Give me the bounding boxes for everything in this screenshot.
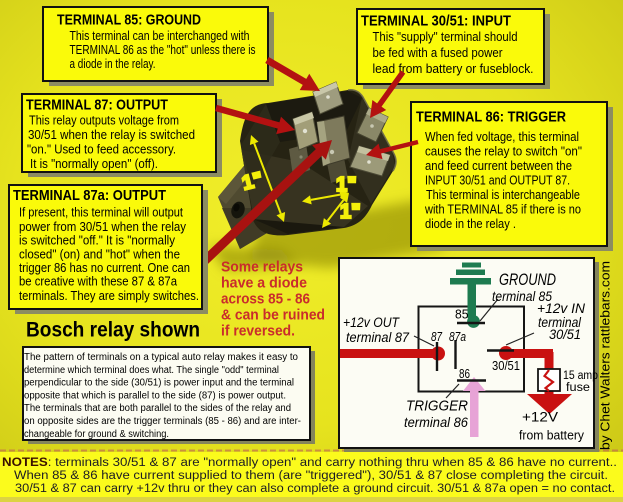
svg-text:TERMINAL 87a: OUTPUT: TERMINAL 87a: OUTPUT: [13, 187, 166, 204]
svg-text:closed" (on) and "hot" when th: closed" (on) and "hot" when the: [19, 246, 180, 261]
svg-text:This "supply" terminal should: This "supply" terminal should: [373, 29, 518, 44]
svg-text:30/51: 30/51: [492, 358, 520, 373]
svg-text:on opposite sides are the trig: on opposite sides are the trigger termin…: [24, 416, 301, 427]
svg-text:30/51 & 87 can carry +12v thru: 30/51 & 87 can carry +12v thru or they c…: [15, 483, 615, 495]
svg-text:30/51 when the relay is switc: 30/51 when the relay is switched: [28, 127, 195, 142]
svg-text:terminal 85: terminal 85: [492, 288, 552, 304]
svg-text:be fed with a fused power: be fed with a fused power: [373, 45, 504, 60]
svg-text:and feed current between the: and feed current between the: [425, 158, 572, 173]
svg-text:TERMINAL 86 as the "hot" unles: TERMINAL 86 as the "hot" unless there is: [70, 42, 256, 57]
svg-text:by Chet Walters rattlebars.com: by Chet Walters rattlebars.com: [598, 261, 613, 450]
svg-text:trigger 86 has no current. One: trigger 86 has no current. One can: [19, 260, 190, 275]
svg-text:TERMINAL 86: TRIGGER: TERMINAL 86: TRIGGER: [416, 108, 566, 125]
svg-text:+12V: +12V: [522, 410, 558, 425]
svg-text:& can be ruined: & can be ruined: [221, 306, 325, 323]
svg-text:It is "normally open" (off).: It is "normally open" (off).: [30, 156, 158, 171]
svg-text:85: 85: [455, 307, 469, 322]
svg-text:TERMINAL 87: OUTPUT: TERMINAL 87: OUTPUT: [26, 97, 168, 114]
svg-text:TRIGGER: TRIGGER: [406, 397, 468, 414]
svg-text:terminal 87: terminal 87: [346, 329, 410, 345]
svg-text:opposite that which is paralle: opposite that which is parallel to the s…: [24, 390, 286, 401]
svg-text:diode in the relay .: diode in the relay .: [425, 216, 516, 231]
svg-text:fuse: fuse: [566, 382, 590, 394]
svg-text:terminal 86: terminal 86: [404, 414, 468, 430]
svg-text:87a: 87a: [449, 329, 466, 344]
svg-text:30/51: 30/51: [549, 326, 581, 342]
svg-text:Bosch relay shown: Bosch relay shown: [26, 318, 200, 342]
svg-text:1": 1": [336, 174, 357, 196]
svg-text:+12v IN: +12v IN: [537, 300, 586, 316]
svg-text:NOTES: terminals 30/51 & 87 ar: NOTES: terminals 30/51 & 87 are "normall…: [2, 457, 617, 469]
svg-text:changeable for ground & switch: changeable for ground & switching.: [24, 429, 169, 440]
svg-text:from battery: from battery: [519, 427, 584, 442]
svg-text:When 85 & 86 have current supp: When 85 & 86 have current supplied to th…: [14, 470, 608, 482]
svg-text:determine which terminal does: determine which terminal does what. The …: [24, 365, 279, 376]
svg-text:a diode in the relay.: a diode in the relay.: [70, 56, 156, 71]
svg-text:1": 1": [340, 201, 361, 223]
svg-text:Some relays: Some relays: [221, 258, 303, 275]
svg-text:INPUT 30/51 and OUTPUT 87.: INPUT 30/51 and OUTPUT 87.: [425, 173, 570, 188]
svg-text:"on." Used to feed accessory.: "on." Used to feed accessory.: [27, 142, 176, 157]
svg-text:terminals. They are simply swi: terminals. They are simply switches.: [19, 288, 199, 303]
svg-text:This terminal can be interchan: This terminal can be interchanged with: [70, 28, 250, 43]
svg-text:perpendicular to the side (30/: perpendicular to the side (30/51) is pow…: [24, 378, 294, 389]
svg-text:across 85 - 86: across 85 - 86: [221, 290, 310, 307]
svg-text:87: 87: [431, 329, 443, 344]
svg-text:terminal: terminal: [538, 314, 582, 330]
svg-text:be creative with these 87 & 87: be creative with these 87 & 87a: [19, 274, 178, 289]
svg-text:15 amp: 15 amp: [563, 370, 598, 382]
svg-text:power from 30/51 when the rel: power from 30/51 when the relay: [19, 219, 186, 234]
svg-text:is switched "off." It is "nor: is switched "off." It is "normally: [19, 232, 175, 247]
svg-text:The pattern of terminals on a: The pattern of terminals on a typical au…: [24, 352, 298, 363]
svg-text:This relay outputs voltage fro: This relay outputs voltage from: [29, 113, 179, 128]
svg-text:When fed voltage, this termina: When fed voltage, this terminal: [425, 129, 579, 144]
svg-text:causes the relay to switch "on: causes the relay to switch "on": [425, 144, 582, 159]
svg-text:This terminal is interchangeab: This terminal is interchangeable: [426, 187, 580, 202]
svg-text:with TERMINAL 85 if there is n: with TERMINAL 85 if there is no: [424, 202, 581, 217]
svg-text:86: 86: [459, 366, 470, 381]
svg-text:if reversed.: if reversed.: [221, 322, 295, 339]
svg-text:+12v OUT: +12v OUT: [343, 314, 400, 330]
svg-text:lead from battery or fuseblock: lead from battery or fuseblock.: [373, 61, 534, 76]
svg-text:TERMINAL 30/51: INPUT: TERMINAL 30/51: INPUT: [361, 12, 511, 29]
svg-text:have a diode: have a diode: [221, 274, 307, 291]
svg-text:The terminals that are both pa: The terminals that are both parallel to …: [24, 403, 291, 414]
svg-text:GROUND: GROUND: [499, 271, 556, 289]
svg-text:TERMINAL 85: GROUND: TERMINAL 85: GROUND: [57, 12, 201, 29]
svg-text:If present, this terminal will: If present, this terminal will output: [19, 205, 183, 220]
